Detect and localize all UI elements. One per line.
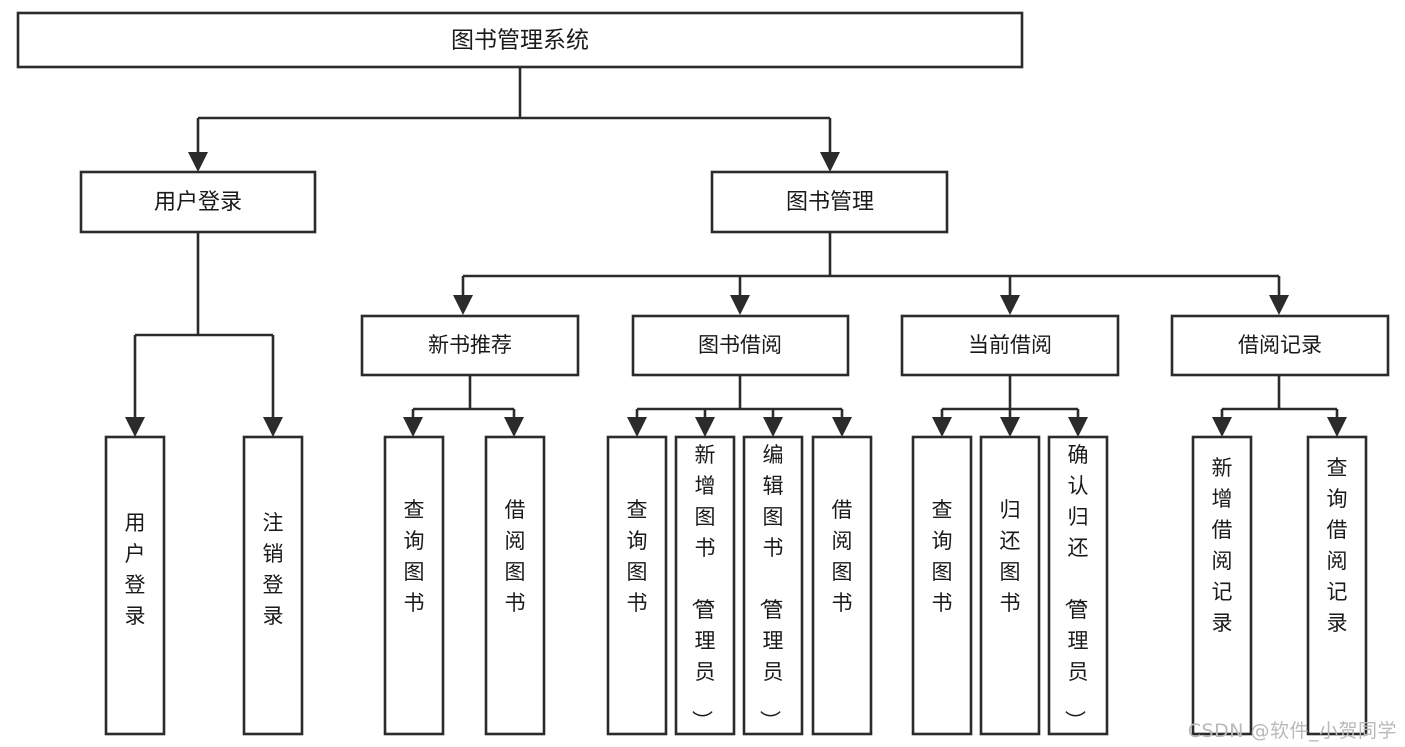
leaf-label-logout: 注销登录 <box>263 511 284 628</box>
leaf-group-current-borrow <box>911 435 1109 736</box>
arrowhead-leaf-query-record <box>1327 417 1347 437</box>
leaf-box-confirm-return[interactable] <box>1047 435 1109 736</box>
arrowhead-leaf-return-book <box>1000 417 1020 437</box>
connector-group-new-book <box>403 375 524 437</box>
leaf-label-borrow-book-2: 借阅图书 <box>832 498 853 615</box>
arrowhead-new-book <box>453 295 473 315</box>
leaf-label-query-book-2: 查询图书 <box>627 498 648 615</box>
arrowhead-current-borrow <box>1000 295 1020 315</box>
node-root[interactable]: 图书管理系统 <box>16 11 1024 69</box>
leaf-label-query-record: 查询借阅记录 <box>1327 456 1348 635</box>
arrowhead-leaf-confirm-return <box>1068 417 1088 437</box>
leaf-box-query-record[interactable] <box>1306 435 1368 736</box>
arrowhead-leaf-user-login <box>125 417 145 437</box>
connector-group-user-login <box>125 232 283 437</box>
connector-group-book-mgmt <box>453 232 1289 315</box>
leaf-label-add-book: 新增图书（管理员） <box>690 443 716 731</box>
leaf-group-book-borrow <box>606 435 873 736</box>
node-new-book-recommend-label: 新书推荐 <box>428 333 512 357</box>
leaf-box-query-book-1[interactable] <box>383 435 445 736</box>
connector-group-current-borrow <box>932 375 1088 437</box>
leaf-label-edit-book: 编辑图书（管理员） <box>758 443 784 731</box>
connector-group-borrow-record <box>1212 375 1347 437</box>
arrowhead-leaf-query-book-3 <box>932 417 952 437</box>
node-borrow-record-box[interactable] <box>1170 314 1390 377</box>
leaf-box-query-book-3[interactable] <box>911 435 973 736</box>
node-book-management[interactable]: 图书管理 <box>710 170 949 234</box>
leaf-label-user-login: 用户登录 <box>125 511 146 628</box>
connector-group-book-borrow <box>627 375 852 437</box>
leaf-group-user-login <box>104 435 304 736</box>
leaf-box-logout[interactable] <box>242 435 304 736</box>
node-book-borrow[interactable]: 图书借阅 <box>631 314 850 377</box>
node-borrow-record[interactable]: 借阅记录 <box>1170 314 1390 377</box>
arrowhead-user-login <box>188 152 208 172</box>
arrowhead-leaf-borrow-book-1 <box>504 417 524 437</box>
node-user-login[interactable]: 用户登录 <box>79 170 317 234</box>
leaf-label-confirm-return: 确认归还（管理员） <box>1063 443 1089 731</box>
node-current-borrow-box[interactable] <box>900 314 1120 377</box>
arrowhead-leaf-query-book-2 <box>627 417 647 437</box>
node-current-borrow[interactable]: 当前借阅 <box>900 314 1120 377</box>
connector-group-root <box>188 67 840 172</box>
arrowhead-leaf-borrow-book-2 <box>832 417 852 437</box>
node-new-book-recommend[interactable]: 新书推荐 <box>360 314 580 377</box>
arrowhead-leaf-edit-book <box>763 417 783 437</box>
arrowhead-borrow-record <box>1269 295 1289 315</box>
node-new-book-recommend-box[interactable] <box>360 314 580 377</box>
arrowhead-leaf-add-book <box>695 417 715 437</box>
node-borrow-record-label: 借阅记录 <box>1238 333 1322 357</box>
node-book-management-label: 图书管理 <box>786 190 874 215</box>
leaf-box-borrow-book-1[interactable] <box>484 435 546 736</box>
leaf-group-borrow-record <box>1191 435 1368 736</box>
node-book-borrow-box[interactable] <box>631 314 850 377</box>
leaf-box-borrow-book-2[interactable] <box>811 435 873 736</box>
leaf-labels: 用户登录 注销登录 查询图书 借阅图书 查询图书 新增图书（管理员） 编辑图书（… <box>125 443 1348 731</box>
arrowhead-book-borrow <box>730 295 750 315</box>
node-book-borrow-label: 图书借阅 <box>698 333 782 357</box>
leaf-box-query-book-2[interactable] <box>606 435 668 736</box>
leaf-label-borrow-book-1: 借阅图书 <box>505 498 526 615</box>
node-root-box[interactable] <box>16 11 1024 69</box>
arrowhead-book-mgmt <box>820 152 840 172</box>
leaf-label-add-record: 新增借阅记录 <box>1212 456 1233 635</box>
node-user-login-label: 用户登录 <box>154 190 242 215</box>
node-user-login-box[interactable] <box>79 170 317 234</box>
arrowhead-leaf-query-book-1 <box>403 417 423 437</box>
leaf-label-query-book-1: 查询图书 <box>404 498 425 615</box>
arrowhead-leaf-add-record <box>1212 417 1232 437</box>
leaf-box-add-record[interactable] <box>1191 435 1253 736</box>
arrowhead-leaf-logout <box>263 417 283 437</box>
node-current-borrow-label: 当前借阅 <box>968 333 1052 357</box>
leaf-box-return-book[interactable] <box>979 435 1041 736</box>
leaf-label-return-book: 归还图书 <box>1000 498 1021 615</box>
leaf-label-query-book-3: 查询图书 <box>932 498 953 615</box>
leaf-box-edit-book[interactable] <box>742 435 804 736</box>
node-book-management-box[interactable] <box>710 170 949 234</box>
leaf-group-new-book-recommend <box>383 435 546 736</box>
leaf-box-add-book[interactable] <box>674 435 736 736</box>
leaf-box-user-login[interactable] <box>104 435 166 736</box>
node-root-label: 图书管理系统 <box>451 28 589 54</box>
